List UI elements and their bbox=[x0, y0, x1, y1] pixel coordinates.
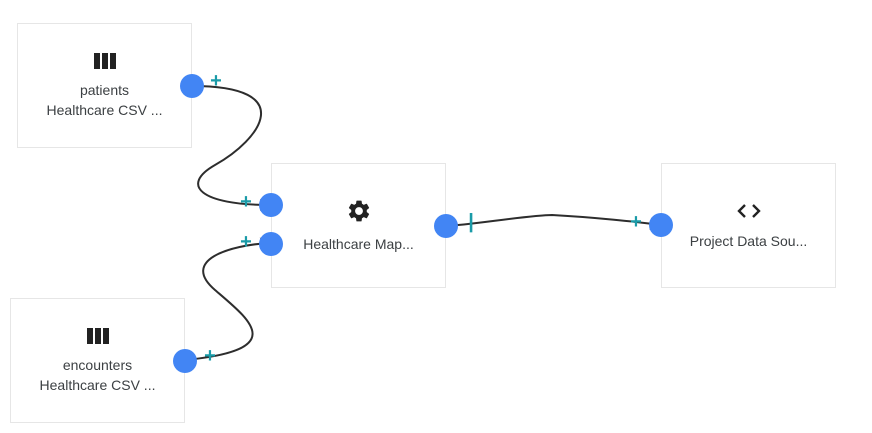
node-name: Healthcare Map... bbox=[303, 235, 414, 252]
connection-handle-icon[interactable]: | bbox=[468, 211, 474, 233]
mapping-input-port-1[interactable] bbox=[259, 193, 283, 217]
node-type: Healthcare CSV ... bbox=[39, 376, 156, 393]
table-columns-icon bbox=[86, 327, 109, 344]
add-connection-icon[interactable]: + bbox=[240, 191, 252, 213]
node-name: encounters bbox=[62, 356, 133, 373]
add-connection-icon[interactable]: + bbox=[210, 70, 222, 92]
source-node-encounters[interactable]: encounters Healthcare CSV ... bbox=[10, 298, 185, 423]
source-node-patients[interactable]: patients Healthcare CSV ... bbox=[17, 23, 192, 148]
edge-encounters-to-mapping[interactable] bbox=[184, 237, 272, 361]
table-columns-icon bbox=[93, 52, 116, 69]
add-connection-icon[interactable]: + bbox=[630, 211, 642, 233]
mapping-output-port[interactable] bbox=[434, 214, 458, 238]
gear-icon bbox=[348, 200, 369, 221]
add-connection-icon[interactable]: + bbox=[204, 345, 216, 367]
node-name: patients bbox=[79, 81, 130, 98]
mapping-input-port-2[interactable] bbox=[259, 232, 283, 256]
output-node-project-data-source[interactable]: Project Data Sou... bbox=[661, 163, 836, 288]
node-type: Healthcare CSV ... bbox=[46, 101, 163, 118]
add-connection-icon[interactable]: + bbox=[240, 231, 252, 253]
code-brackets-icon bbox=[736, 203, 761, 218]
node-name: Project Data Sou... bbox=[689, 232, 808, 249]
patients-output-port[interactable] bbox=[180, 74, 204, 98]
encounters-output-port[interactable] bbox=[173, 349, 197, 373]
edge-patients-to-mapping[interactable] bbox=[191, 85, 272, 211]
transform-node-mapping[interactable]: Healthcare Map... bbox=[271, 163, 446, 288]
output-input-port[interactable] bbox=[649, 213, 673, 237]
